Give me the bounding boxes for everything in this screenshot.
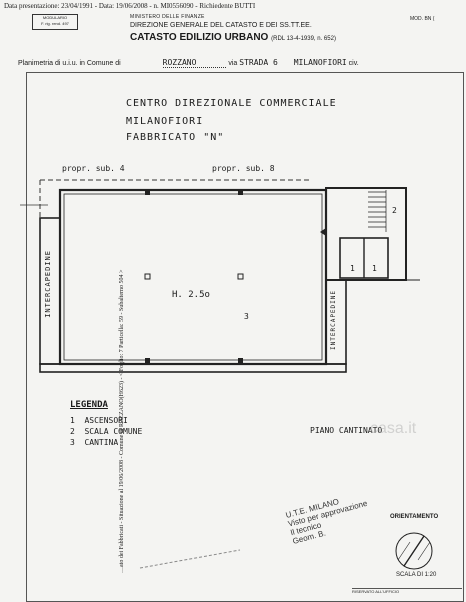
civ-label: civ. (348, 60, 359, 67)
modulario-stamp: MODULARIO F. rig. rend. 497 (32, 14, 78, 30)
legend: LEGENDA 1 ASCENSORI 2 SCALA COMUNE 3 CAN… (70, 400, 142, 448)
title-line-3: FABBRICATO "N" (126, 132, 225, 143)
height-label: H. 2.5o (172, 290, 210, 300)
propr-left-label: propr. sub. 4 (62, 164, 125, 173)
via-value: STRADA 6 (239, 58, 278, 67)
legend-item: 1 ASCENSORI (70, 415, 142, 426)
riservato-box: RISERVATO ALL'UFFICIO (352, 588, 462, 601)
presentation-header: Data presentazione: 23/04/1991 - Data: 1… (4, 2, 256, 10)
intercapedine-left: INTERCAPEDINE (44, 250, 52, 318)
ministry-label: MINISTERO DELLE FINANZE (130, 14, 205, 20)
riservato-label: RISERVATO ALL'UFFICIO (352, 589, 400, 594)
catasto-name: CATASTO EDILIZIO URBANO (130, 32, 269, 43)
stamp-line1: MODULARIO (42, 15, 68, 20)
legend-title: LEGENDA (70, 400, 108, 410)
comune-value: ROZZANO (162, 58, 227, 68)
room-number: 3 (244, 312, 249, 321)
mod-label: MOD. BN ( (410, 16, 435, 22)
casa-watermark: casa.it (370, 420, 417, 437)
legend-num: 3 (70, 438, 75, 447)
legend-label: SCALA COMUNE (84, 427, 143, 436)
plan-prefix: Planimetria di u.i.u. in Comune di (18, 60, 121, 67)
intercapedine-right: INTERCAPEDINE (330, 290, 337, 350)
catasto-title: CATASTO EDILIZIO URBANO (RDL 13-4-1939, … (130, 32, 336, 43)
legend-label: ASCENSORI (84, 416, 128, 425)
orientamento-label: ORIENTAMENTO (390, 514, 439, 520)
legend-item: 3 CANTINA (70, 437, 142, 448)
stamp-line2: F. rig. rend. 497 (41, 21, 69, 26)
propr-right-label: propr. sub. 8 (212, 164, 275, 173)
place-value: MILANOFIORI (293, 58, 347, 67)
legend-num: 2 (70, 427, 75, 436)
scala-label: SCALA DI 1:20 (396, 572, 437, 578)
lift-number-b: 1 (372, 264, 377, 273)
legend-item: 2 SCALA COMUNE (70, 426, 142, 437)
plan-line: Planimetria di u.i.u. in Comune di ROZZA… (18, 58, 359, 68)
title-line-2: MILANOFIORI (126, 116, 204, 127)
stair-number: 2 (392, 206, 397, 215)
rdl-ref: (RDL 13-4-1939, n. 652) (271, 36, 336, 42)
direction-label: DIREZIONE GENERALE DEL CATASTO E DEI SS.… (130, 22, 312, 29)
lift-number-a: 1 (350, 264, 355, 273)
legend-num: 1 (70, 416, 75, 425)
title-line-1: CENTRO DIREZIONALE COMMERCIALE (126, 98, 337, 109)
via-label: via (228, 60, 238, 67)
piano-label: PIANO CANTINATO (310, 426, 383, 435)
legend-label: CANTINA (84, 438, 119, 447)
